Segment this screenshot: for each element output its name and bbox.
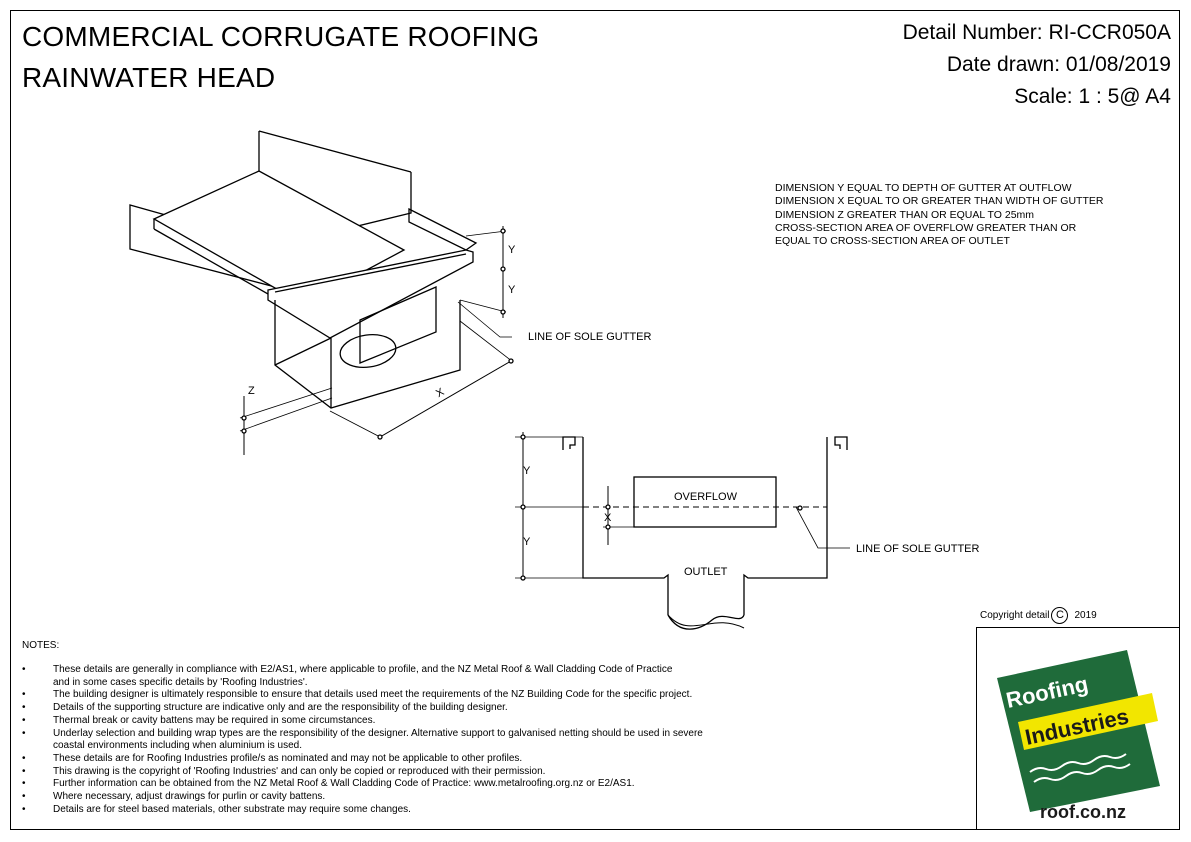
logo-yellow-band: [1018, 693, 1158, 750]
note-item: Underlay selection and building wrap typ…: [22, 728, 922, 753]
section-right-hook: [834, 436, 848, 450]
iso-gutter-lip: [267, 249, 474, 339]
section-labels: Y X Y OVERFLOW OUTLET LINE OF SOLE GUTTE…: [523, 465, 980, 578]
section-label-y: Y: [523, 536, 531, 548]
iso-head-box-line: [274, 337, 332, 366]
note-item: Further information can be obtained from…: [22, 778, 922, 791]
iso-roof-deck: [152, 170, 406, 305]
section-overflow-label: OVERFLOW: [674, 491, 738, 503]
iso-dim-tick: [241, 415, 247, 421]
roofing-industries-logo: Roofing Industries roof.co.nz: [997, 650, 1160, 822]
note-item: Where necessary, adjust drawings for pur…: [22, 791, 922, 804]
section-outlet-break: [667, 614, 745, 630]
section-label-x: X: [604, 512, 612, 524]
dimension-note: DIMENSION X EQUAL TO OR GREATER THAN WID…: [775, 195, 1104, 208]
iso-dim-ext: [459, 320, 514, 363]
section-dim-tick: [797, 505, 803, 511]
section-overflow-box: [633, 476, 777, 528]
logo-wave-line: [1029, 753, 1127, 773]
scale: Scale: 1 : 5@ A4: [1014, 85, 1171, 108]
iso-dim-tick: [500, 309, 506, 315]
iso-overflow-slot: [359, 286, 437, 364]
logo-box: [976, 627, 1180, 830]
isometric-view: [129, 130, 514, 455]
dimension-note: DIMENSION Z GREATER THAN OR EQUAL TO 25m…: [775, 208, 1035, 221]
iso-dim-tick: [500, 266, 506, 272]
iso-back-flashing-top: [258, 130, 412, 173]
note-item: The building designer is ultimately resp…: [22, 689, 922, 702]
dimension-note: EQUAL TO CROSS-SECTION AREA OF OUTLET: [775, 235, 1010, 248]
iso-dim-tick: [241, 428, 247, 434]
section-view: [515, 432, 850, 630]
iso-labels: Y Y X Z LINE OF SOLE GUTTER: [248, 244, 652, 400]
iso-label-y: Y: [508, 284, 516, 296]
section-right-wall: [743, 437, 828, 615]
copyright-label: Copyright detail: [980, 610, 1050, 622]
iso-callout-label: LINE OF SOLE GUTTER: [528, 331, 652, 343]
iso-label-x: X: [434, 386, 447, 400]
title-line-2: RAINWATER HEAD: [22, 62, 276, 93]
note-item: Details of the supporting structure are …: [22, 702, 922, 715]
notes-heading: NOTES:: [22, 640, 60, 651]
iso-dim-ext: [459, 299, 507, 313]
iso-dim-ext: [329, 410, 383, 439]
dimension-note: DIMENSION Y EQUAL TO DEPTH OF GUTTER AT …: [775, 182, 1072, 194]
iso-dim-ext: [239, 387, 333, 419]
dimension-notes: DIMENSION Y EQUAL TO DEPTH OF GUTTER AT …: [775, 182, 1103, 248]
logo-wave-line: [1033, 763, 1131, 783]
section-callout-label: LINE OF SOLE GUTTER: [856, 543, 980, 555]
section-label-y: Y: [523, 465, 531, 477]
logo-url: roof.co.nz: [1040, 802, 1126, 822]
iso-dim-tick: [377, 434, 383, 440]
title-line-1: COMMERCIAL CORRUGATE ROOFING: [22, 21, 540, 52]
section-dim-tick: [520, 575, 526, 581]
detail-number: Detail Number: RI-CCR050A: [902, 21, 1171, 44]
iso-dim-ext: [465, 230, 507, 237]
iso-right-upstand: [408, 207, 478, 251]
section-dim-tick: [520, 504, 526, 510]
note-item: These details are generally in complianc…: [22, 664, 922, 689]
section-left-wall: [582, 437, 669, 615]
notes-list: These details are generally in complianc…: [22, 664, 922, 816]
section-dim-tick: [605, 524, 611, 530]
iso-dim-x-line: [379, 360, 512, 438]
note-item: Details are for steel based materials, o…: [22, 804, 922, 817]
section-dim-tick: [520, 434, 526, 440]
section-outlet-break: [667, 614, 745, 629]
iso-dim-ext: [239, 397, 333, 432]
note-item: This drawing is the copyright of 'Roofin…: [22, 766, 922, 779]
section-left-hook: [562, 436, 576, 450]
dimension-note: CROSS-SECTION AREA OF OVERFLOW GREATER T…: [775, 221, 1077, 234]
section-dim-tick: [605, 504, 611, 510]
note-item: Thermal break or cavity battens may be r…: [22, 715, 922, 728]
copyright-icon: C: [1051, 607, 1069, 624]
iso-label-y: Y: [508, 244, 516, 256]
iso-callout-leader: [457, 301, 512, 338]
section-outlet-label: OUTLET: [684, 566, 728, 578]
section-callout-leader: [795, 506, 850, 549]
iso-label-z: Z: [248, 385, 255, 397]
copyright-year: 2019: [1074, 610, 1097, 622]
iso-outlet: [339, 334, 397, 368]
note-item: These details are for Roofing Industries…: [22, 753, 922, 766]
iso-dim-tick: [500, 228, 506, 234]
drawing-frame: [10, 10, 1180, 830]
iso-gutter-lip-line: [274, 253, 467, 293]
iso-dim-tick: [508, 358, 514, 364]
date-drawn: Date drawn: 01/08/2019: [946, 53, 1171, 76]
